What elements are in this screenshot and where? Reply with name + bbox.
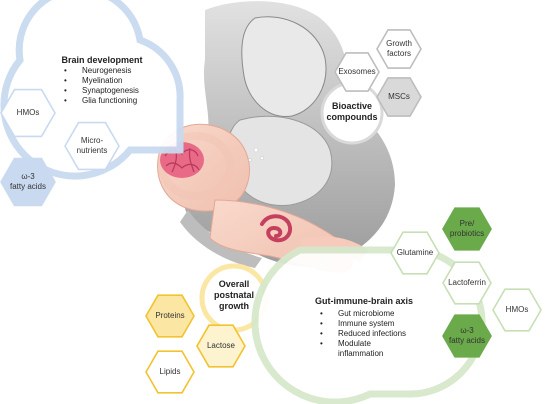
lactose-hex <box>196 324 246 368</box>
gut-title: Gut-immune-brain axis <box>315 296 414 306</box>
hex-label-micronutrients: Micro- nutrients <box>76 136 108 155</box>
omega3-gut-hex <box>442 314 492 358</box>
pre-probiotics-hex <box>442 207 492 251</box>
bioactive-title: Bioactive compounds <box>326 101 378 122</box>
lactoferrin-hex <box>442 261 492 305</box>
hex-label-omega3-brain: ω-3 fatty acids <box>9 172 47 191</box>
hex-label-hmos-brain: HMOs <box>16 108 40 117</box>
hex-label-proteins: Proteins <box>155 311 185 320</box>
brain-item: Glia functioning <box>62 96 139 106</box>
hex-label-exosomes: Exosomes <box>338 67 376 76</box>
hex-label-glutamine: Glutamine <box>396 248 434 257</box>
gut-item: Modulate inflammation <box>318 339 406 359</box>
hex-label-growth-factors: Growth factors <box>386 39 412 58</box>
brain-list: Neurogenesis Myelination Synaptogenesis … <box>62 66 139 106</box>
hex-label-lactoferrin: Lactoferrin <box>448 278 486 287</box>
mscs-hex <box>376 77 422 117</box>
hex-label-lactose: Lactose <box>206 341 236 350</box>
hexagon-group <box>0 29 542 394</box>
lipids-hex <box>145 350 195 394</box>
milk-drops <box>248 147 264 162</box>
hmos-gut-hex <box>492 288 542 332</box>
hmos-brain-hex <box>0 88 56 138</box>
brain-item: Synaptogenesis <box>62 86 139 96</box>
growth-factors-hex <box>376 29 422 69</box>
gut-icon <box>260 214 293 243</box>
gut-list: Gut microbiome Immune system Reduced inf… <box>318 309 406 359</box>
hex-label-omega3-gut: ω-3 fatty acids <box>448 326 486 345</box>
micronutrients-hex <box>64 121 120 171</box>
hex-label-pre-probiotics: Pre/ probiotics <box>449 219 485 238</box>
hex-label-mscs: MSCs <box>388 92 410 101</box>
proteins-hex <box>145 294 195 338</box>
growth-title: Overall postnatal growth <box>213 279 254 311</box>
gut-item: Reduced infections <box>318 329 406 339</box>
exosomes-hex <box>334 52 380 92</box>
gut-item: Immune system <box>318 319 406 329</box>
omega3-brain-hex <box>0 157 56 207</box>
hex-label-lipids: Lipids <box>159 367 181 376</box>
glutamine-hex <box>390 231 440 275</box>
hex-label-hmos-gut: HMOs <box>505 305 529 314</box>
brain-item: Myelination <box>62 76 139 86</box>
gut-item: Gut microbiome <box>318 309 406 319</box>
brain-title: Brain development <box>61 55 143 65</box>
brain-item: Neurogenesis <box>62 66 139 76</box>
